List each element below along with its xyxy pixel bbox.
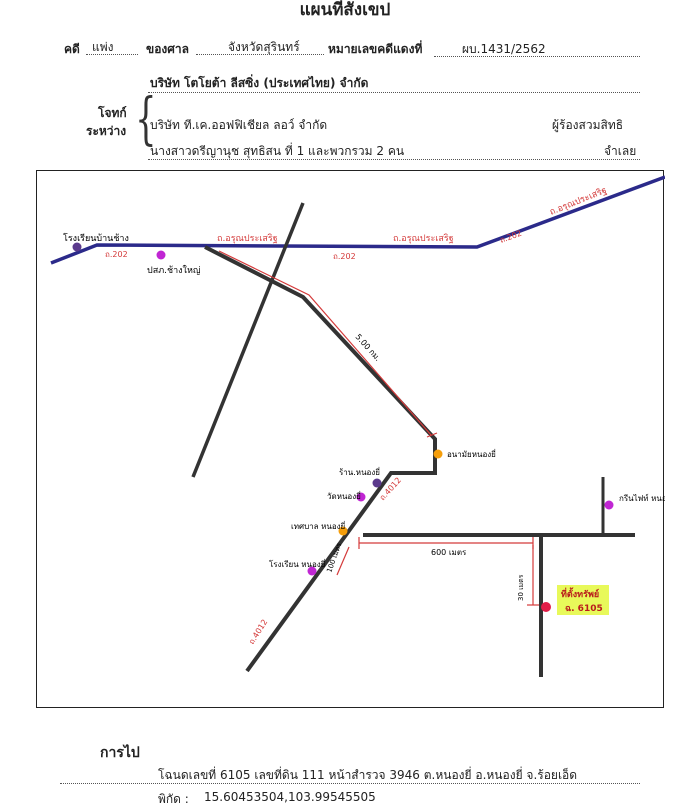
subdistrict-office-marker (338, 526, 348, 536)
label-distance-30m: 30 เมตร (517, 574, 525, 601)
case-number-label: หมายเลขคดีแดงที่ (328, 42, 423, 56)
label-temple: วัดหนองยี่ (327, 490, 361, 501)
route-road (204, 245, 437, 673)
court-line (196, 54, 324, 55)
property-marker (541, 602, 551, 612)
property-highlight (557, 585, 609, 615)
shop-marker (372, 478, 382, 488)
temple-marker (356, 492, 366, 502)
label-primary-school: กรีนไฟท์ หนองยี่ (619, 492, 665, 503)
case-type: แพ่ง (92, 40, 114, 54)
between-label: ระหว่าง (86, 124, 127, 138)
plaintiff-label: โจทก์ (98, 106, 127, 120)
school-bottom-marker (307, 566, 317, 576)
defendant-name: นางสาวดรีญานุช สุทธิสน ที่ 1 และพวกรวม 2… (150, 144, 405, 158)
health-station-marker (433, 449, 443, 459)
petitioner-role: ผู้ร้องสวมสิทธิ (552, 118, 624, 132)
label-police-station: ปสภ.ช้างใหญ่ (147, 265, 201, 276)
label-health-station: อนามัยหนองยี่ (447, 448, 496, 459)
label-road-name-1: ถ.อรุณประเสริฐ (217, 233, 278, 244)
map-frame: โรงเรียนบ้านช้าง ถ.202 ถ.อรุณประเสริฐ ถ.… (36, 170, 675, 708)
court-value: จังหวัดสุรินทร์ (228, 40, 300, 54)
plaintiff-line (148, 92, 640, 93)
label-subdistrict-office: เทศบาล หนองยี่ (291, 520, 345, 531)
school-left-marker (72, 242, 82, 252)
coords-value: 15.60453504,103.99545505 (204, 790, 376, 804)
defendant-line (148, 159, 640, 160)
label-school-left: โรงเรียนบ้านช้าง (63, 233, 129, 244)
primary-school-marker (604, 500, 614, 510)
deed-info: โฉนดเลขที่ 6105 เลขที่ดิน 111 หน้าสำรวจ … (158, 768, 578, 782)
label-road-202-left: ถ.202 (105, 250, 128, 259)
page-title: แผนที่สังเขป (299, 0, 391, 20)
label-school-bottom: โรงเรียน หนองยี่ (269, 558, 325, 569)
plaintiff-name: บริษัท โตโยต้า ลีสซิ่ง (ประเทศไทย) จำกัด (150, 76, 369, 90)
diagonal-road (191, 202, 305, 478)
case-number-value: ผบ.1431/2562 (462, 42, 546, 56)
label-road-202-right: ถ.202 (499, 229, 523, 245)
label-distance-600m: 600 เมตร (431, 548, 467, 557)
police-station-marker (156, 250, 166, 260)
case-type-line (86, 54, 138, 55)
petitioner-name: บริษัท ที.เค.ออฟฟิเชียล ลอว์ จำกัด (150, 118, 328, 132)
court-label: ของศาล (146, 42, 189, 56)
defendant-role: จำเลย (604, 144, 637, 158)
deed-info-line (60, 783, 640, 784)
highway-202 (50, 175, 666, 265)
sketch-map: โรงเรียนบ้านช้าง ถ.202 ถ.อรุณประเสริฐ ถ.… (50, 175, 675, 677)
case-number-line (434, 56, 640, 57)
label-road-202-mid: ถ.202 (333, 252, 356, 261)
route-annotation (218, 250, 432, 436)
coords-label: พิกัด : (158, 792, 189, 806)
label-property-line1: ที่ตั้งทรัพย์ (561, 587, 599, 600)
case-label: คดี (64, 42, 80, 56)
label-property-line2: ฉ. 6105 (565, 604, 603, 614)
label-shop: ร้าน.หนองยี่ (339, 466, 380, 477)
directions-label: การไป (100, 745, 140, 761)
brace-symbol: { (135, 87, 157, 152)
label-road-name-2: ถ.อรุณประเสริฐ (393, 233, 454, 244)
